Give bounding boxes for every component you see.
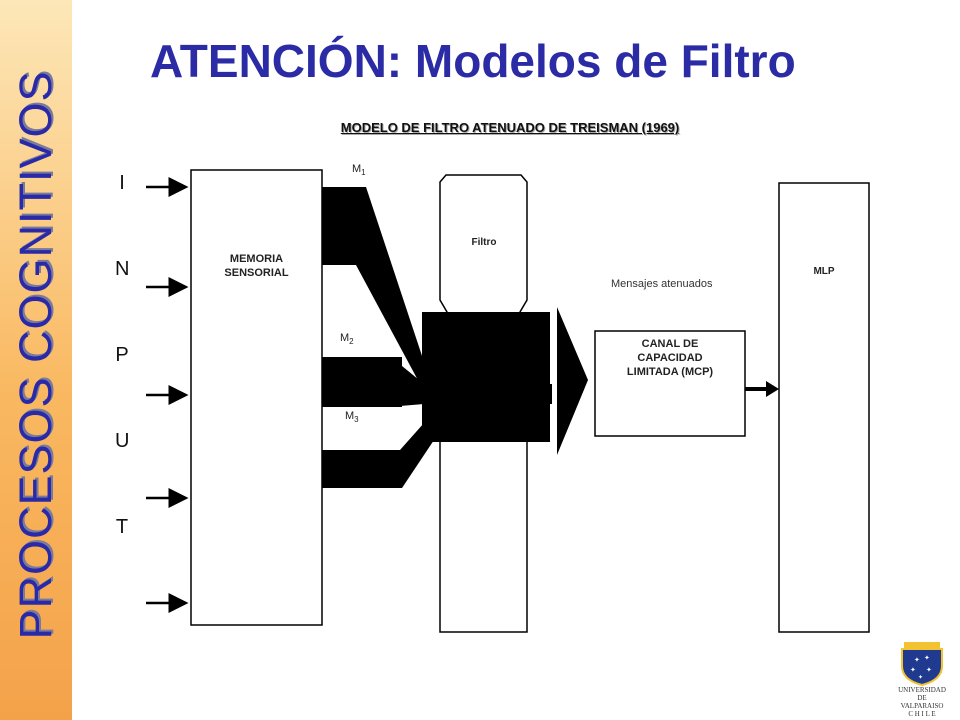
m2-label-text: M [340, 332, 350, 344]
mcp-label-line1: CANAL DE [641, 338, 699, 350]
input-letter-p: P [115, 344, 129, 366]
m1-label-text: M [352, 163, 362, 175]
mcp-to-mlp-arrowhead [766, 381, 779, 397]
svg-text:✦: ✦ [918, 674, 923, 681]
logo-line3: VALPARAISO [900, 702, 944, 710]
diagram-subtitle: MODELO DE FILTRO ATENUADO DE TREISMAN (1… [340, 120, 680, 135]
m3-block [322, 450, 402, 488]
logo-line1: UNIVERSIDAD [898, 686, 946, 694]
m1-label: M1 [352, 163, 366, 177]
filter-core-block [422, 312, 550, 442]
mlp-box [778, 182, 870, 633]
university-logo: ✦ ✦ ✦ ✦ ✦ UNIVERSIDAD DE VALPARAISO C H … [886, 636, 958, 720]
m3-label: M3 [345, 410, 359, 424]
filter-core-bar [402, 384, 552, 404]
memoria-label-line2: SENSORIAL [224, 267, 289, 279]
svg-text:✦: ✦ [914, 656, 920, 664]
m1-label-sub: 1 [361, 168, 366, 178]
input-letter-n: N [115, 258, 130, 280]
m2-label-sub: 2 [349, 337, 354, 347]
m1-stream [356, 187, 430, 384]
logo-line2: DE [917, 694, 927, 702]
m3-label-sub: 3 [354, 415, 359, 425]
memoria-sensorial-label: MEMORIA SENSORIAL [200, 252, 313, 280]
svg-text:✦: ✦ [926, 666, 932, 674]
m2-label: M2 [340, 332, 354, 346]
memoria-label-line1: MEMORIA [229, 253, 284, 265]
input-letter-t: T [115, 516, 129, 538]
m3-label-text: M [345, 410, 355, 422]
attenuated-triangle [557, 307, 588, 455]
mcp-label-line2: CAPACIDAD [637, 352, 703, 364]
input-letter-u: U [115, 430, 130, 452]
input-letter-i: I [119, 172, 125, 194]
mcp-box [594, 330, 746, 437]
mcp-label-line3: LIMITADA (MCP) [626, 366, 714, 378]
mcp-label: CANAL DE CAPACIDAD LIMITADA (MCP) [597, 337, 743, 379]
svg-text:✦: ✦ [910, 666, 916, 674]
logo-line4: C H I L E [908, 710, 936, 718]
memoria-sensorial-box [190, 169, 323, 626]
sidebar-band: PROCESOS COGNITIVOS [0, 0, 72, 720]
svg-text:✦: ✦ [924, 654, 930, 662]
page-title: ATENCIÓN: Modelos de Filtro [150, 35, 796, 87]
mlp-label: MLP [813, 266, 835, 277]
m2-block [322, 357, 402, 407]
university-shield-icon: ✦ ✦ ✦ ✦ ✦ [901, 642, 943, 686]
filtro-label: Filtro [471, 237, 497, 248]
mensajes-atenuados-label: Mensajes atenuados [611, 278, 713, 290]
